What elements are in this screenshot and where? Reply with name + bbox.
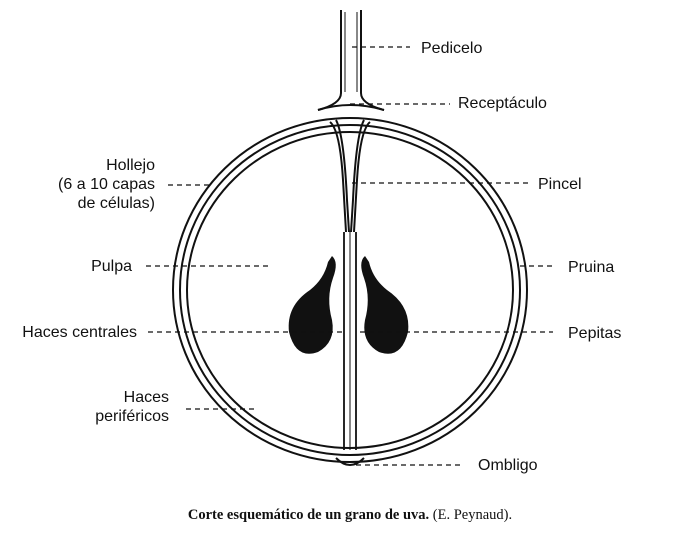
seed-right (361, 256, 409, 354)
receptacle-and-central-bundles (317, 104, 385, 466)
label-pruina: Pruina (568, 259, 614, 276)
label-pulpa: Pulpa (91, 258, 132, 275)
label-hollejo-line1: Hollejo (106, 157, 155, 174)
label-haces-perifericos: Haces periféricos (95, 389, 169, 425)
seeds (288, 256, 409, 354)
caption-title: Corte esquemático de un grano de uva. (187, 507, 430, 523)
label-hollejo-line2: (6 a 10 capas (58, 176, 155, 193)
label-pincel: Pincel (538, 176, 582, 193)
label-receptaculo: Receptáculo (458, 95, 547, 112)
label-haces-perifericos-line1: Haces (124, 389, 169, 406)
label-haces-centrales: Haces centrales (22, 324, 137, 341)
seed-left (288, 256, 336, 354)
label-ombligo: Ombligo (478, 457, 538, 474)
figure-caption: Corte esquemático de un grano de uva. (E… (0, 507, 700, 524)
label-hollejo: Hollejo (6 a 10 capas de células) (58, 157, 155, 212)
pedicel (317, 10, 385, 111)
caption-source: (E. Peynaud). (432, 507, 513, 523)
leader-lines (146, 46, 555, 466)
label-pedicelo: Pedicelo (421, 40, 482, 57)
label-haces-perifericos-line2: periféricos (95, 408, 169, 425)
label-hollejo-line3: de células) (78, 195, 155, 212)
label-pepitas: Pepitas (568, 325, 621, 342)
